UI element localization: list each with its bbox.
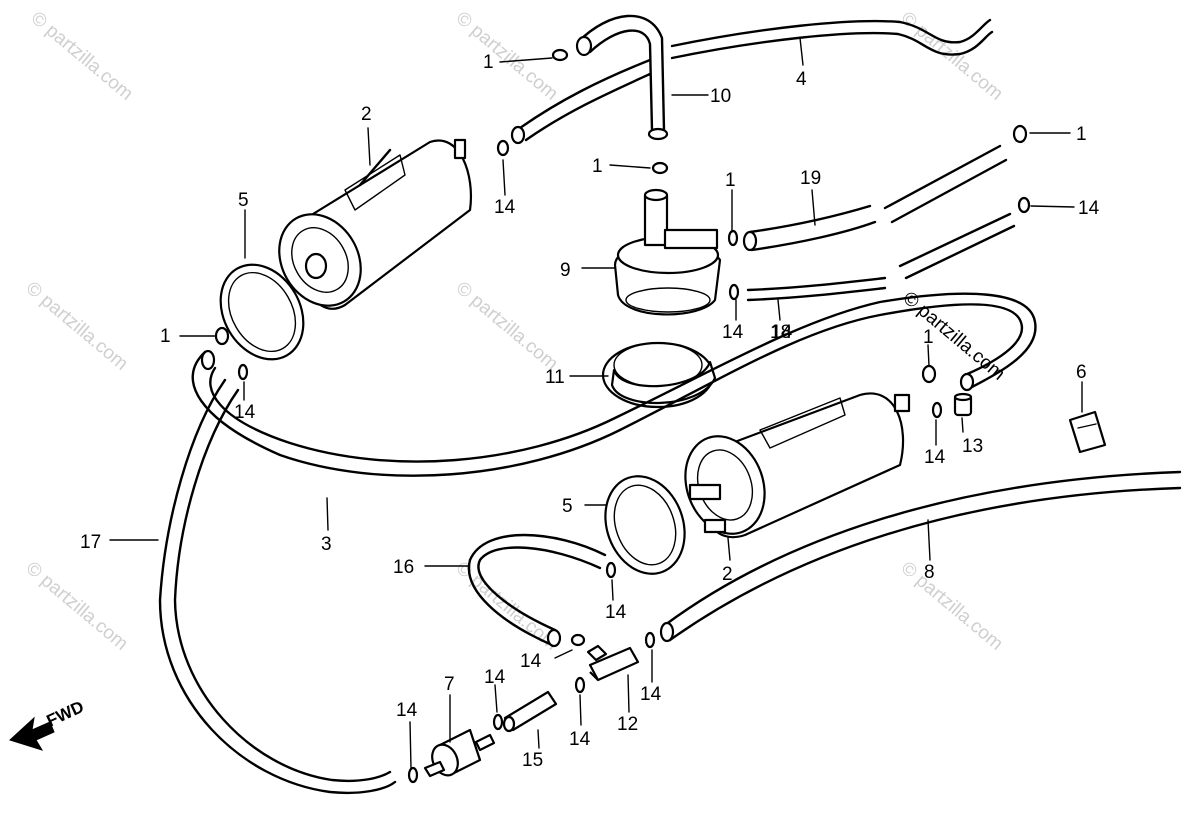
- callout-1: 1: [725, 170, 736, 191]
- clamp-11: [601, 341, 717, 409]
- boot-5-lower: [604, 475, 686, 575]
- callout-14: 14: [924, 447, 946, 468]
- callouts: 1 1 1 1 1 1 2 2 3 4 5 5 6 7 8 9 10 11 12…: [80, 52, 1100, 771]
- callout-1: 1: [923, 327, 934, 348]
- hose-18: [746, 276, 887, 302]
- callout-13: 13: [962, 436, 983, 457]
- callout-7: 7: [444, 674, 455, 695]
- hose-3: [191, 292, 1037, 477]
- callout-14: 14: [771, 322, 793, 343]
- callout-18: 18: [770, 322, 791, 343]
- ignition-coil-upper: [278, 138, 472, 310]
- callout-19: 19: [800, 168, 821, 189]
- callout-14: 14: [484, 667, 506, 688]
- ignition-coil-lower: [684, 392, 911, 539]
- hose-10: [510, 14, 669, 145]
- hose-right-upper: [883, 144, 1016, 280]
- callout-11: 11: [545, 367, 565, 388]
- callout-14: 14: [520, 651, 542, 672]
- watermark: © partzilla.com: [452, 8, 562, 105]
- hose-16: [467, 533, 607, 648]
- joint-12: [586, 644, 640, 682]
- callout-1: 1: [483, 52, 494, 73]
- watermark: © partzilla.com: [897, 558, 1007, 655]
- callout-14: 14: [605, 602, 627, 623]
- callout-14: 14: [1078, 198, 1100, 219]
- watermark: © partzilla.com: [22, 278, 132, 375]
- callout-16: 16: [393, 557, 414, 578]
- fwd-arrow-icon: [9, 716, 55, 751]
- leader-lines: [109, 37, 1083, 769]
- vacuum-valve-9: [613, 188, 722, 316]
- callout-5: 5: [238, 190, 249, 211]
- callout-1: 1: [160, 326, 171, 347]
- clips: [214, 48, 1031, 784]
- callout-2: 2: [361, 104, 372, 125]
- watermark: © partzilla.com: [27, 8, 137, 105]
- pipe-15: [502, 690, 558, 733]
- watermark-dark: © partzilla.com: [899, 288, 1009, 385]
- callout-4: 4: [796, 69, 807, 90]
- clip-6: [1068, 410, 1107, 454]
- callout-3: 3: [321, 534, 332, 555]
- callout-5: 5: [562, 496, 573, 517]
- direction-label: FWD: [44, 697, 87, 731]
- callout-14: 14: [234, 402, 256, 423]
- callout-1: 1: [1076, 124, 1087, 145]
- hose-8: [659, 470, 1182, 643]
- hose-4: [670, 18, 994, 60]
- callout-14: 14: [494, 197, 516, 218]
- callout-12: 12: [617, 714, 638, 735]
- callout-14: 14: [640, 684, 662, 705]
- callout-14: 14: [569, 729, 591, 750]
- callout-15: 15: [522, 750, 543, 771]
- callout-2: 2: [722, 564, 733, 585]
- callout-9: 9: [560, 260, 571, 281]
- callout-14: 14: [722, 322, 744, 343]
- watermark: © partzilla.com: [22, 558, 132, 655]
- hose-17: [158, 378, 397, 795]
- callout-1: 1: [592, 156, 603, 177]
- cap-13: [953, 392, 973, 417]
- filter-7: [423, 728, 496, 778]
- boot-5-upper: [219, 263, 305, 361]
- hose-19: [742, 204, 877, 252]
- callout-8: 8: [924, 562, 935, 583]
- watermark: © partzilla.com: [897, 8, 1007, 105]
- callout-6: 6: [1076, 362, 1087, 383]
- callout-14: 14: [396, 700, 418, 721]
- callout-10: 10: [710, 86, 731, 107]
- watermark: © partzilla.com: [452, 278, 562, 375]
- callout-17: 17: [80, 532, 101, 553]
